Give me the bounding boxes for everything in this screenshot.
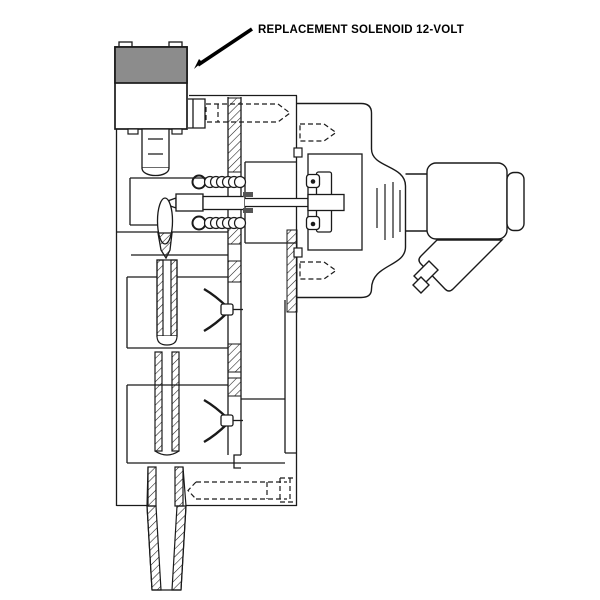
retainer-clip-lower [203, 398, 243, 444]
flange-tab-top [293, 147, 303, 158]
flange-tab-bottom [293, 247, 303, 258]
hidden-plug-top [299, 123, 338, 142]
spool-assembly [168, 174, 317, 231]
plunger-rod [154, 259, 180, 456]
hidden-plug-bottom [299, 261, 338, 280]
callout-arrow [194, 27, 253, 69]
spring-coil-bottom [203, 216, 247, 230]
coil-neck-ribs [376, 182, 401, 240]
cable-gland [412, 239, 504, 294]
valve-seat-bottom [243, 208, 253, 213]
gland-tip [412, 276, 430, 294]
partition-hatching [227, 97, 298, 397]
spool-pin [168, 193, 317, 212]
callout-label: REPLACEMENT SOLENOID 12-VOLT [258, 24, 464, 36]
armature-cross [305, 171, 345, 233]
retainer-clip-upper [203, 287, 243, 333]
connector-block [405, 162, 525, 240]
flange-hatching [286, 229, 298, 313]
valve-seat-top [243, 192, 253, 197]
mounting-flange [293, 102, 407, 299]
solenoid-foot-right [171, 128, 183, 135]
needle-valve [156, 197, 174, 260]
solenoid-assembly [114, 41, 188, 177]
solenoid-cap [114, 46, 188, 84]
o-ring-bottom [191, 215, 207, 231]
hidden-bolt [205, 103, 291, 123]
spring-coil-top [203, 175, 247, 189]
drain-tube [146, 466, 187, 591]
hidden-port-channel [187, 477, 297, 503]
solenoid-stem [141, 128, 170, 177]
connector-cap [506, 171, 525, 232]
solenoid-foot-left [127, 128, 139, 135]
